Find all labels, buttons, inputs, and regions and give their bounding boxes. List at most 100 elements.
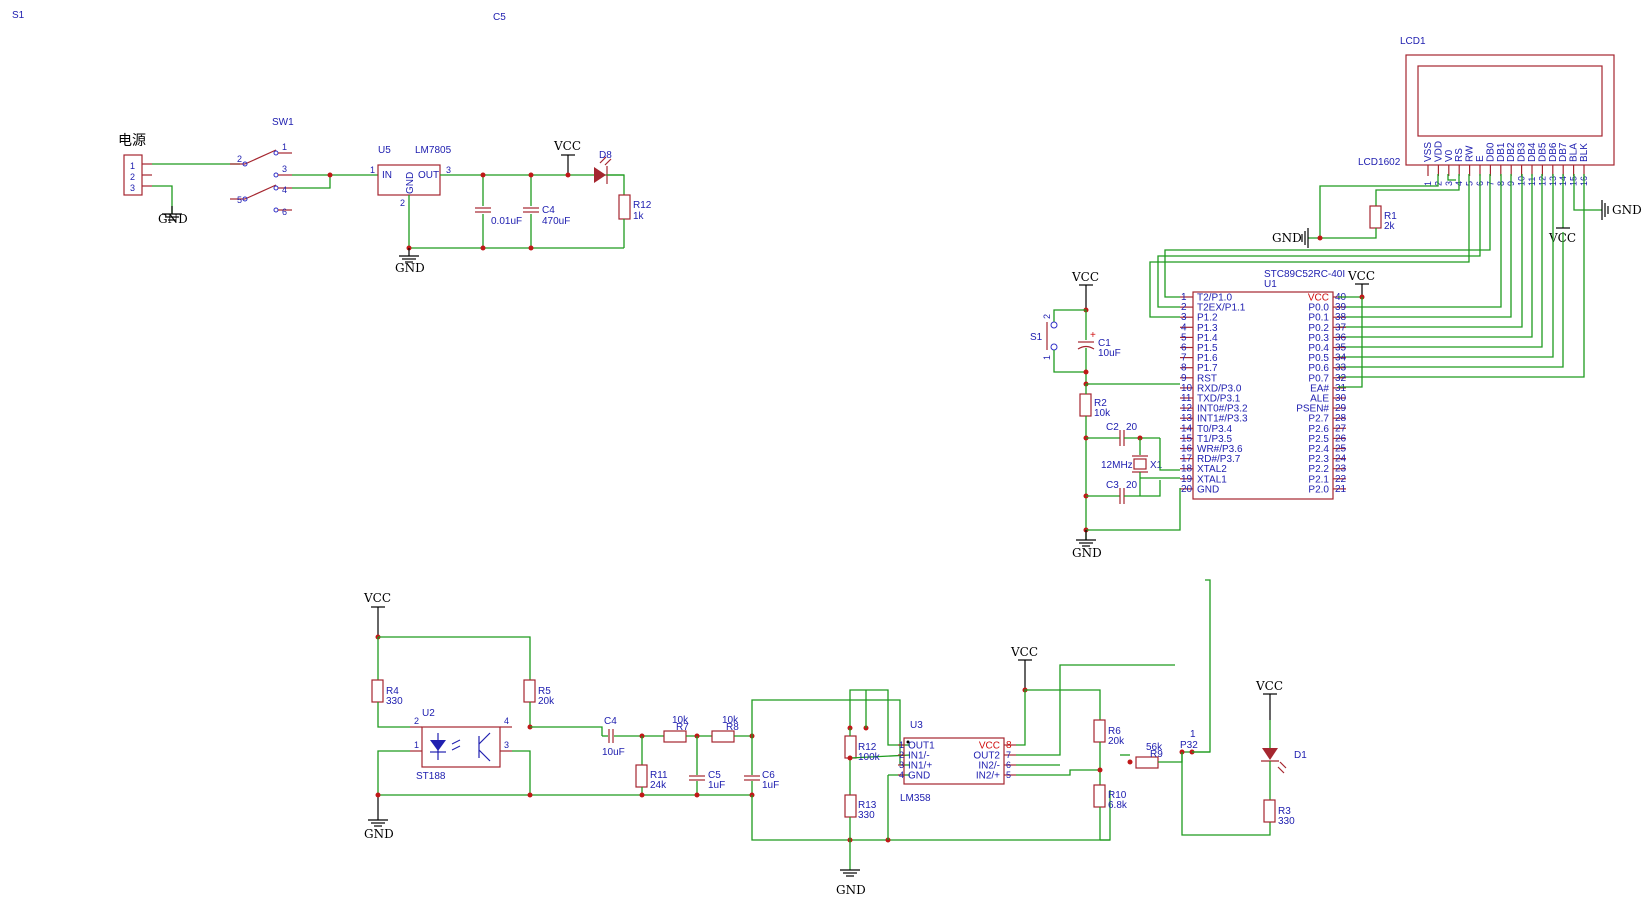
- mcu-pin-number: 27: [1335, 423, 1347, 434]
- u3-body: [903, 737, 1005, 785]
- r5-ref: R5: [538, 686, 551, 697]
- power-connector-pin3: 3: [130, 183, 135, 193]
- r2-body: [1079, 393, 1092, 417]
- mcu-pin-number: 25: [1335, 444, 1347, 455]
- vcc-label: VCC: [553, 139, 581, 153]
- lcd-pin-name: E: [1475, 155, 1486, 162]
- mcu-pin-number: 5: [1181, 332, 1187, 343]
- c2-value: 20: [1126, 422, 1138, 433]
- mcu-pin-name: XTAL2: [1197, 464, 1227, 475]
- mcu-pin-name: INT1#/P3.3: [1197, 414, 1248, 425]
- u2-value: ST188: [416, 771, 446, 782]
- u3-value: LM358: [900, 793, 931, 804]
- mcu-pin-number: 29: [1335, 403, 1347, 414]
- corner-label-c5: C5: [493, 12, 506, 23]
- mcu-pin-name: WR#/P3.6: [1197, 444, 1243, 455]
- u5-out-label: OUT: [418, 170, 439, 181]
- lcd-pin-number: 3: [1444, 181, 1454, 186]
- gnd-label: GND: [836, 883, 866, 897]
- u3-pin-name: VCC: [979, 741, 1000, 752]
- mcu-pin-name: T2/P1.0: [1197, 293, 1232, 304]
- lcd-pin-name: DB0: [1485, 142, 1496, 162]
- u3-pin-name: IN1/-: [908, 751, 930, 762]
- r1-ref: R1: [1384, 211, 1397, 222]
- corner-label-s1: S1: [12, 10, 25, 21]
- mcu-pin-name: EA#: [1310, 383, 1329, 394]
- gnd-label: GND: [364, 827, 394, 841]
- mcu-pin-name: RST: [1197, 373, 1217, 384]
- c3-ref: C3: [1106, 480, 1119, 491]
- mcu-pin-number: 15: [1181, 433, 1193, 444]
- mcu-pin-number: 24: [1335, 454, 1347, 465]
- sw1-pin3: 3: [282, 164, 287, 174]
- power-supply-section: 电源 1 2 3 GND SW1: [118, 117, 652, 275]
- u3-pin-name: OUT1: [908, 741, 935, 752]
- gnd-symbol: GND: [158, 206, 188, 226]
- p32-pin: 1: [1190, 729, 1196, 740]
- mcu-pin-name: P1.4: [1197, 333, 1218, 344]
- mcu-pin-number: 11: [1181, 393, 1192, 404]
- mcu-value: STC89C52RC-40I: [1264, 269, 1345, 280]
- r12-sensor-ref: R12: [858, 742, 877, 753]
- mcu-pin-number: 10: [1181, 383, 1193, 394]
- mcu-pin-name: P2.6: [1308, 424, 1329, 435]
- s1-ref: S1: [1030, 332, 1043, 343]
- sw1-pin2: 2: [237, 154, 242, 164]
- mcu-pin-name: PSEN#: [1296, 404, 1329, 415]
- mcu-pin-name: P1.7: [1197, 363, 1218, 374]
- mcu-pin-number: 4: [1181, 322, 1187, 333]
- s1-pin-b: 1: [1042, 355, 1052, 360]
- sw1-pin4: 4: [282, 185, 287, 195]
- lcd-ref: LCD1: [1400, 36, 1426, 47]
- mcu-pin-name: P2.7: [1308, 414, 1329, 425]
- u3-pin-number: 1: [899, 740, 904, 750]
- gnd-symbol: GND: [364, 795, 394, 841]
- mcu-pin-number: 37: [1335, 322, 1347, 333]
- r12-power-value: 1k: [633, 211, 645, 222]
- vcc-symbol: VCC: [363, 591, 391, 637]
- mcu-pin-number: 17: [1181, 454, 1193, 465]
- d1-led: [1261, 748, 1287, 774]
- lcd-pin-name: DB3: [1517, 142, 1528, 162]
- mcu-pin-number: 6: [1181, 343, 1187, 354]
- mcu-pin-number: 18: [1181, 464, 1193, 475]
- power-cap-bulk-value: 470uF: [542, 216, 570, 227]
- u5-value: LM7805: [415, 145, 452, 156]
- mcu-pin-name: P0.3: [1308, 333, 1329, 344]
- mcu-pin-number: 39: [1335, 302, 1347, 313]
- mcu-pin-name: P0.6: [1308, 363, 1329, 374]
- mcu-pin-name: T1/P3.5: [1197, 434, 1232, 445]
- power-connector-pin2: 2: [130, 172, 135, 182]
- u3-pin-name: GND: [908, 771, 930, 782]
- mcu-pin-number: 34: [1335, 353, 1347, 364]
- x1-ref: X1: [1150, 460, 1163, 471]
- u2-pin1: 1: [414, 740, 419, 750]
- u5-pin-gnd: 2: [400, 198, 405, 208]
- mcu-pin-name: P0.5: [1308, 353, 1329, 364]
- d1-ref: D1: [1294, 750, 1307, 761]
- u5-in-label: IN: [382, 170, 392, 181]
- r1-value: 2k: [1384, 221, 1396, 232]
- r2-ref: R2: [1094, 398, 1107, 409]
- r10-body: [1093, 784, 1106, 808]
- mcu-pin-number: 13: [1181, 413, 1193, 424]
- mcu-pin-number: 21: [1335, 484, 1347, 495]
- mcu-pin-name: P2.4: [1308, 444, 1329, 455]
- u3-pin-number: 5: [1006, 770, 1011, 780]
- lcd-pin-name: RS: [1454, 148, 1465, 162]
- mcu-pin-number: 14: [1181, 423, 1193, 434]
- vcc-symbol: VCC: [1347, 269, 1375, 297]
- mcu-ref: U1: [1264, 279, 1277, 290]
- vcc-symbol: VCC: [1255, 679, 1283, 720]
- vcc-label: VCC: [1548, 231, 1576, 245]
- mcu-pin-name: ALE: [1310, 394, 1329, 405]
- x1-value: 12MHz: [1101, 460, 1133, 471]
- power-connector-pin1: 1: [130, 161, 135, 171]
- lcd-pin-name: DB7: [1558, 142, 1569, 162]
- gnd-symbol: GND: [1272, 228, 1309, 248]
- lcd-pin-name: DB6: [1548, 142, 1559, 162]
- lcd-value: LCD1602: [1358, 157, 1401, 168]
- r4-value: 330: [386, 696, 403, 707]
- mcu-body: [1192, 291, 1334, 500]
- mcu-pin-name: P1.5: [1197, 343, 1218, 354]
